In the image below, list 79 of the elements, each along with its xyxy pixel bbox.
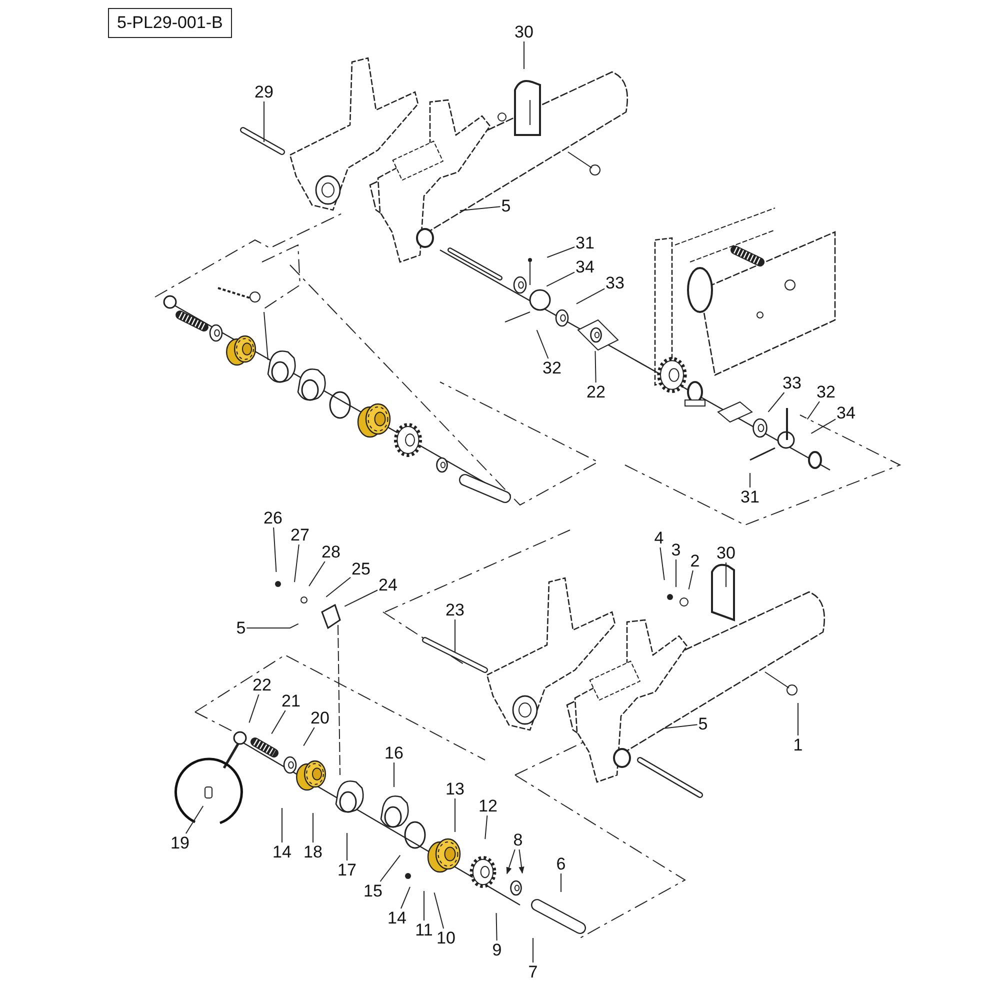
leader-line xyxy=(518,849,524,874)
callout-number: 21 xyxy=(280,692,302,710)
leader-line xyxy=(248,694,260,724)
leader-line xyxy=(594,350,596,383)
callout-number: 28 xyxy=(320,542,342,562)
callout-number: 5 xyxy=(235,618,247,638)
callout-number: 9 xyxy=(491,940,503,960)
leader-line xyxy=(576,288,606,304)
leader-line xyxy=(536,330,549,359)
callout-number: 4 xyxy=(653,528,665,548)
callout-number: 22 xyxy=(252,676,272,694)
callout-number: 11 xyxy=(414,920,434,940)
callout-number: 17 xyxy=(336,860,358,880)
callout-number: 16 xyxy=(384,744,404,762)
leader-line xyxy=(660,547,665,581)
callout-number: 6 xyxy=(555,854,567,874)
callout-number: 15 xyxy=(362,882,384,900)
callout-number: 33 xyxy=(604,274,626,292)
callout-number: 27 xyxy=(290,526,310,544)
leader-line xyxy=(768,392,785,412)
callout-number: 30 xyxy=(716,544,736,562)
callout-number: 32 xyxy=(542,358,562,378)
leader-line xyxy=(271,710,286,734)
leader-line xyxy=(496,912,498,941)
leader-line xyxy=(810,418,836,434)
callout-number: 25 xyxy=(350,560,372,578)
callout-number: 26 xyxy=(262,508,284,528)
leader-line xyxy=(484,815,488,840)
callout-number: 10 xyxy=(436,928,456,948)
callout-number: 33 xyxy=(782,374,802,392)
leader-line xyxy=(454,619,456,652)
callout-number: 13 xyxy=(444,780,466,798)
callout-number: 12 xyxy=(478,796,498,816)
leader-line xyxy=(346,832,348,861)
drawing-number: 5-PL29-001-B xyxy=(108,8,232,38)
leader-line xyxy=(560,873,562,892)
leader-line xyxy=(546,246,576,258)
leader-line xyxy=(506,849,516,874)
callout-number: 5 xyxy=(697,714,709,734)
leader-line xyxy=(459,206,501,212)
leader-line xyxy=(546,272,576,287)
callout-number: 1 xyxy=(792,736,804,754)
leader-line xyxy=(326,576,352,598)
leader-line xyxy=(532,938,534,963)
callout-number: 34 xyxy=(574,258,596,276)
callout-number: 14 xyxy=(272,842,292,862)
callout-number: 34 xyxy=(836,404,856,422)
leader-line xyxy=(273,527,277,573)
callout-number: 7 xyxy=(527,962,539,982)
leader-line xyxy=(662,724,698,730)
callout-number: 14 xyxy=(386,908,408,928)
leader-line xyxy=(294,544,300,583)
callout-number: 30 xyxy=(514,22,534,42)
leader-line xyxy=(688,570,694,590)
callout-number: 23 xyxy=(444,600,466,620)
callout-number: 24 xyxy=(378,576,398,594)
callout-number: 31 xyxy=(740,488,760,506)
callout-number: 20 xyxy=(310,708,330,728)
leader-line xyxy=(806,401,820,420)
leader-line xyxy=(308,561,326,587)
leader-line xyxy=(454,798,456,832)
callout-number: 19 xyxy=(170,834,190,852)
callout-number: 32 xyxy=(816,382,836,402)
leader-line xyxy=(312,812,314,843)
leader-line xyxy=(303,727,315,746)
callout-number: 29 xyxy=(254,82,274,102)
leader-line xyxy=(185,806,204,834)
leader-line xyxy=(434,892,444,929)
callout-number: 22 xyxy=(586,382,606,402)
callout-number: 2 xyxy=(689,552,701,570)
leader-line xyxy=(380,854,401,882)
leader-line xyxy=(246,623,299,628)
callout-number: 3 xyxy=(670,540,682,560)
callout-number: 8 xyxy=(512,830,524,850)
callout-number: 31 xyxy=(574,234,596,252)
leader-line xyxy=(400,886,410,909)
callout-number: 5 xyxy=(500,196,512,216)
callout-number: 18 xyxy=(302,842,324,862)
leader-line xyxy=(344,590,378,607)
